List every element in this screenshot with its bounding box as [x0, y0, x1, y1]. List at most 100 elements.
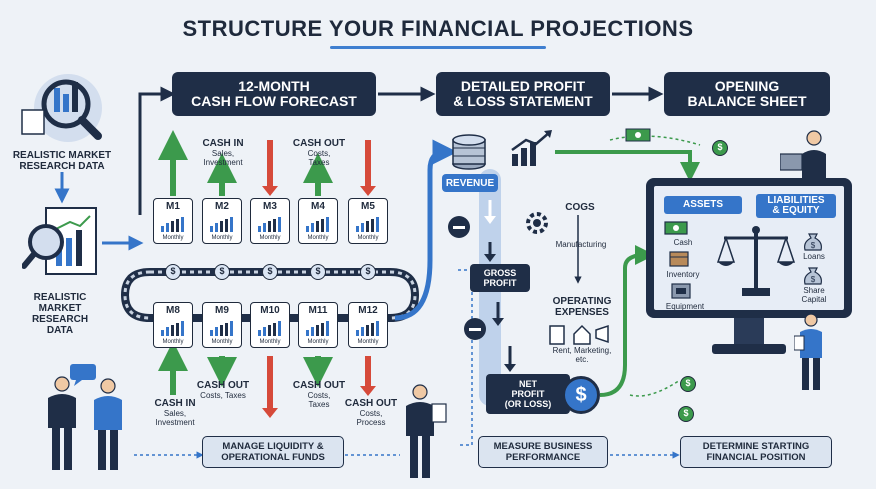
month-card-m8: M8 Monthly [153, 302, 193, 348]
position-line1: Determine Starting [702, 441, 810, 452]
cash-out-bottom-right-label: Cash Out Costs, Process [336, 398, 406, 427]
month-caption: Monthly [357, 339, 379, 345]
net-profit-tag: Net Profit (or Loss) [486, 374, 570, 414]
research-bottom-line2: Market [38, 303, 82, 314]
cash-in-top-title: Cash In [202, 138, 244, 149]
net-profit-line2: Profit [511, 389, 545, 399]
month-card-m1: M1 Monthly [153, 198, 193, 244]
month-card-m11: M11 Monthly [298, 302, 338, 348]
header-cash-flow-line1: 12-Month [238, 78, 310, 94]
svg-text:$: $ [811, 275, 816, 284]
month-caption: Monthly [162, 235, 184, 241]
cash-in-top-label: Cash In Sales, Investment [188, 138, 258, 167]
assets-header: Assets [664, 196, 742, 214]
position-line2: Financial Position [706, 452, 806, 463]
mini-bar-chart-icon [161, 321, 184, 336]
dollar-coin-icon: $ [310, 264, 326, 280]
month-caption: Monthly [307, 339, 329, 345]
manufacturing-label: Manufacturing [555, 240, 607, 249]
cash-out-bottom-left-title: Cash Out [196, 380, 250, 391]
cash-in-bottom-label: Cash In Sales, Investment [140, 398, 210, 427]
cash-out-bottom-right-title: Cash Out [344, 398, 398, 409]
cash-bill-icon [664, 221, 688, 235]
cash-out-bottom-left-sub: Costs, Taxes [200, 391, 246, 400]
header-pnl: Detailed Profit & Loss Statement [436, 72, 610, 116]
month-card-m5: M5 Monthly [348, 198, 388, 244]
month-label: M12 [358, 305, 378, 316]
month-caption: Monthly [211, 339, 233, 345]
monitor-stand [734, 318, 764, 346]
liquidity-line2: Operational Funds [221, 452, 325, 463]
cash-out-top-sub1: Costs, [307, 149, 331, 158]
dollar-circle-icon: $ [562, 376, 600, 414]
share-capital-bag-icon: $ [804, 267, 822, 285]
performance-line2: Performance [505, 452, 581, 463]
header-cash-flow-line2: Cash Flow Forecast [191, 93, 357, 109]
gross-profit-line2: Profit [483, 278, 517, 288]
month-caption: Monthly [259, 339, 281, 345]
month-card-m3: M3 Monthly [250, 198, 290, 244]
cash-out-bottom-mid-title: Cash Out [292, 380, 346, 391]
month-label: M1 [166, 201, 180, 212]
two-people-talking-icon [48, 364, 122, 470]
mini-bar-chart-icon [258, 217, 281, 232]
cash-label: Cash [673, 238, 693, 247]
month-label: M4 [311, 201, 325, 212]
gross-profit-tag: Gross Profit [470, 264, 530, 292]
month-caption: Monthly [211, 235, 233, 241]
cash-in-bottom-title: Cash In [154, 398, 196, 409]
cash-out-bottom-mid-label: Cash Out Costs, Taxes [284, 380, 354, 409]
month-card-m9: M9 Monthly [202, 302, 242, 348]
month-label: M5 [361, 201, 375, 212]
research-bottom-line3: Research [31, 314, 89, 325]
mini-bar-chart-icon [306, 217, 329, 232]
research-bottom-line4: Data [46, 325, 74, 336]
month-caption: Monthly [162, 339, 184, 345]
opex-sub-label: Rent, Marketing, etc. [546, 346, 618, 364]
cash-in-bottom-sub2: Investment [155, 418, 195, 427]
money-bag-icon: $ [804, 233, 822, 251]
person-clipboard-icon [406, 384, 447, 478]
svg-text:$: $ [811, 241, 816, 250]
cash-in-bottom-sub1: Sales, [163, 409, 187, 418]
research-bottom-line1: Realistic [33, 292, 87, 303]
person-tablet-icon [794, 313, 822, 390]
month-label: M3 [263, 201, 277, 212]
month-label: M11 [308, 305, 328, 316]
cash-out-top-label: Cash Out Costs, Taxes [284, 138, 354, 167]
cash-out-top-sub2: Taxes [308, 158, 330, 167]
equipment-label: Equipment [665, 302, 705, 311]
title-underline [330, 46, 546, 49]
share-capital-line1: Share [803, 286, 825, 295]
growth-chart-icon [511, 130, 552, 166]
loans-label: Loans [803, 252, 825, 261]
mini-bar-chart-icon [306, 321, 329, 336]
net-profit-line1: Net [519, 379, 537, 389]
liabilities-line2: & Equity [772, 205, 820, 216]
dollar-coin-icon: $ [680, 376, 696, 392]
cash-out-bottom-mid-sub1: Costs, [307, 391, 331, 400]
gear-icon [526, 212, 548, 234]
month-label: M2 [215, 201, 229, 212]
month-card-m12: M12 Monthly [348, 302, 388, 348]
minus-icon [448, 216, 470, 238]
equipment-icon [671, 283, 691, 299]
cash-out-top-title: Cash Out [292, 138, 346, 149]
balance-scale-icon [716, 226, 796, 296]
mini-bar-chart-icon [210, 321, 233, 336]
header-balance-line1: Opening [714, 78, 780, 94]
header-cash-flow: 12-Month Cash Flow Forecast [172, 72, 376, 116]
mini-bar-chart-icon [356, 217, 379, 232]
cash-in-top-sub2: Investment [203, 158, 243, 167]
dollar-coin-icon: $ [165, 264, 181, 280]
header-balance: Opening Balance Sheet [664, 72, 830, 116]
cash-out-bottom-mid-sub2: Taxes [308, 400, 330, 409]
person-laptop-icon [780, 130, 826, 180]
research-top-line2: Research Data [19, 161, 105, 172]
inventory-label: Inventory [666, 270, 700, 279]
position-box: Determine Starting Financial Position [680, 436, 832, 468]
document-magnifier-icon [22, 207, 97, 275]
opex-sub-line1: Rent, Marketing, [552, 346, 612, 355]
dollar-coin-icon: $ [214, 264, 230, 280]
liabilities-line1: Liabilities [767, 195, 825, 206]
